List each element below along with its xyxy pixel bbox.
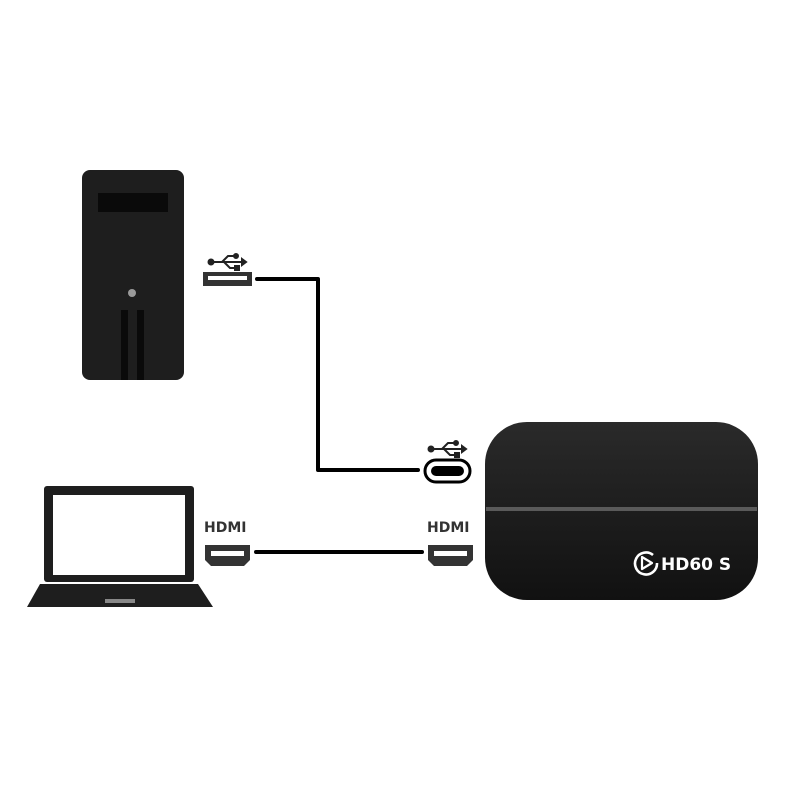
drive-bay xyxy=(98,193,168,212)
usb-icon xyxy=(207,253,248,271)
device-name: HD60 S xyxy=(661,555,731,575)
usb-a-port xyxy=(203,272,252,286)
usb-c-port xyxy=(423,458,472,484)
pc-tower xyxy=(82,170,184,380)
capture-device: HD60 S xyxy=(485,422,758,600)
hdmi-port-right xyxy=(428,545,473,566)
usb-icon xyxy=(427,440,468,458)
hdmi-label-right: HDMI xyxy=(427,520,469,536)
device-stripe xyxy=(486,507,757,511)
laptop xyxy=(27,486,213,607)
power-button xyxy=(128,289,136,297)
usb-cable xyxy=(255,277,420,472)
elgato-logo xyxy=(633,551,659,576)
hdmi-port-left xyxy=(205,545,250,566)
hdmi-label-left: HDMI xyxy=(204,520,246,536)
